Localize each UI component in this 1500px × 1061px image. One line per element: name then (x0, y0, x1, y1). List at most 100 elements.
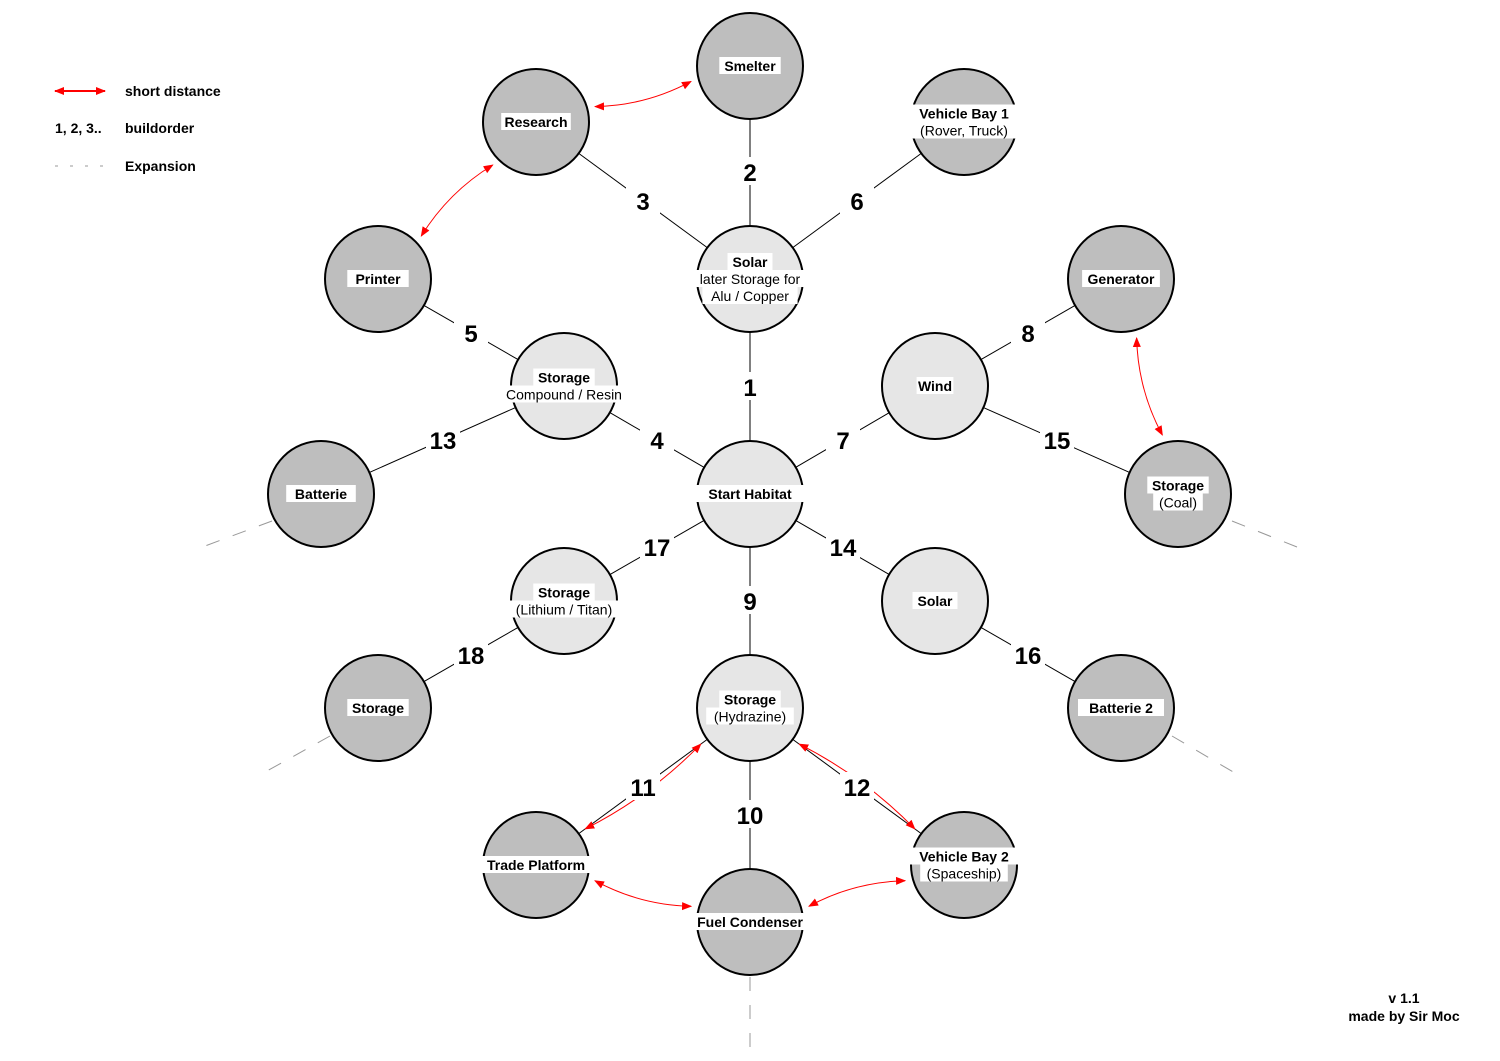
expansion-lines (196, 520, 1303, 1061)
node-subtitle: (Hydrazine) (714, 709, 786, 725)
build-order-number: 9 (743, 589, 756, 616)
node-label-bg (727, 253, 773, 270)
build-order-bg (733, 800, 767, 828)
node-wind: Wind (881, 332, 989, 440)
build-order-number: 11 (630, 775, 655, 802)
short-distance-arrow-trade-platform-fuel-condenser (594, 880, 693, 911)
legend: short distance 1, 2, 3.. buildorder Expa… (54, 83, 221, 174)
node-label-bg (694, 485, 806, 502)
short-distance-arrow-generator-storage-coal (1132, 336, 1163, 436)
node-label-bg (347, 270, 409, 287)
build-order-bg (640, 532, 674, 560)
node-title: Solar (917, 593, 953, 609)
build-order-bg (826, 532, 860, 560)
build-order-number: 7 (836, 428, 849, 455)
node-title: Generator (1088, 271, 1155, 287)
expansion-line-storage-coal (1231, 520, 1303, 550)
build-order-number: 3 (636, 189, 649, 216)
build-order-number: 10 (737, 803, 764, 830)
short-distance-arrow-vehicle-bay-2-fuel-condenser (808, 876, 907, 907)
build-order-number: 18 (458, 643, 485, 670)
node-storage-plain: Storage (324, 654, 432, 762)
node-title: Vehicle Bay 2 (919, 849, 1009, 865)
build-order-bg (1011, 640, 1045, 668)
build-order-bg (840, 772, 874, 800)
node-start-habitat: Start Habitat (694, 440, 806, 548)
node-printer: Printer (324, 225, 432, 333)
node-label-bg (920, 864, 1008, 882)
build-order-bg (826, 425, 860, 453)
node-trade-platform: Trade Platform (480, 811, 592, 919)
build-order-bg (840, 186, 874, 214)
build-order-number: 17 (644, 535, 671, 562)
node-batterie: Batterie (267, 440, 375, 548)
legend-short-distance-label: short distance (125, 83, 221, 99)
build-order-bg (1011, 318, 1045, 346)
node-label-bg (1078, 699, 1164, 716)
node-label-bg (508, 600, 620, 618)
node-title: Solar (732, 254, 768, 270)
build-order-bg (426, 425, 460, 453)
node-storage-lithium: Storage(Lithium / Titan) (508, 547, 620, 655)
node-label-bg (533, 368, 595, 386)
build-order-number: 6 (850, 189, 863, 216)
build-order-number: 5 (464, 321, 477, 348)
node-title: Printer (355, 271, 401, 287)
node-label-bg (1147, 476, 1209, 494)
node-label-bg (694, 913, 806, 930)
node-label-bg (706, 707, 794, 725)
node-title: Storage (1152, 478, 1204, 494)
legend-expansion-label: Expansion (125, 158, 196, 174)
legend-buildorder-label: buildorder (125, 120, 195, 136)
node-subtitle: (Spaceship) (927, 866, 1002, 882)
build-order-bg (733, 157, 767, 185)
build-order-number: 15 (1044, 428, 1071, 455)
node-label-bg (347, 699, 409, 716)
node-subtitle: later Storage for (700, 271, 801, 287)
node-subtitle: Alu / Copper (711, 288, 789, 304)
node-batterie-2: Batterie 2 (1067, 654, 1175, 762)
node-label-bg (916, 377, 954, 394)
node-subtitle: (Coal) (1159, 495, 1197, 511)
build-order-number: 14 (830, 535, 857, 562)
node-label-bg (912, 592, 958, 609)
node-label-bg (719, 57, 781, 74)
node-label-bg (508, 385, 620, 403)
build-order-number: 1 (743, 375, 756, 402)
build-order-number: 8 (1021, 321, 1034, 348)
node-label-bg (1153, 493, 1203, 511)
build-order-bg (626, 186, 660, 214)
expansion-line-storage-plain (257, 735, 331, 777)
node-storage-hydrazine: Storage(Hydrazine) (696, 654, 804, 762)
node-label-bg (908, 121, 1020, 139)
expansion-line-batterie (196, 520, 273, 550)
node-label-bg (480, 856, 592, 873)
node-label-bg (694, 270, 806, 287)
build-order-bg (454, 640, 488, 668)
node-fuel-condenser: Fuel Condenser (694, 868, 806, 976)
build-order-bg (454, 318, 488, 346)
legend-buildorder-symbol: 1, 2, 3.. (55, 120, 102, 136)
node-storage-coal: Storage(Coal) (1124, 440, 1232, 548)
node-solar-right: Solar (881, 547, 989, 655)
build-order-number: 2 (743, 160, 756, 187)
build-order-number: 12 (844, 775, 871, 802)
build-order-bg (1040, 425, 1074, 453)
node-smelter: Smelter (696, 12, 804, 120)
node-label-bg (702, 287, 798, 304)
footer: v 1.1 made by Sir Moc (1348, 990, 1459, 1024)
node-title: Trade Platform (487, 857, 585, 873)
node-subtitle: (Lithium / Titan) (516, 602, 612, 618)
build-order-bg (733, 586, 767, 614)
node-label-bg (501, 113, 571, 130)
node-vehicle-bay-2: Vehicle Bay 2(Spaceship) (908, 811, 1020, 919)
short-distance-arrow-research-printer (420, 164, 494, 237)
node-title: Storage (352, 700, 404, 716)
build-order-bg (626, 772, 660, 800)
node-label-bg (286, 485, 356, 502)
node-subtitle: Compound / Resin (506, 387, 622, 403)
